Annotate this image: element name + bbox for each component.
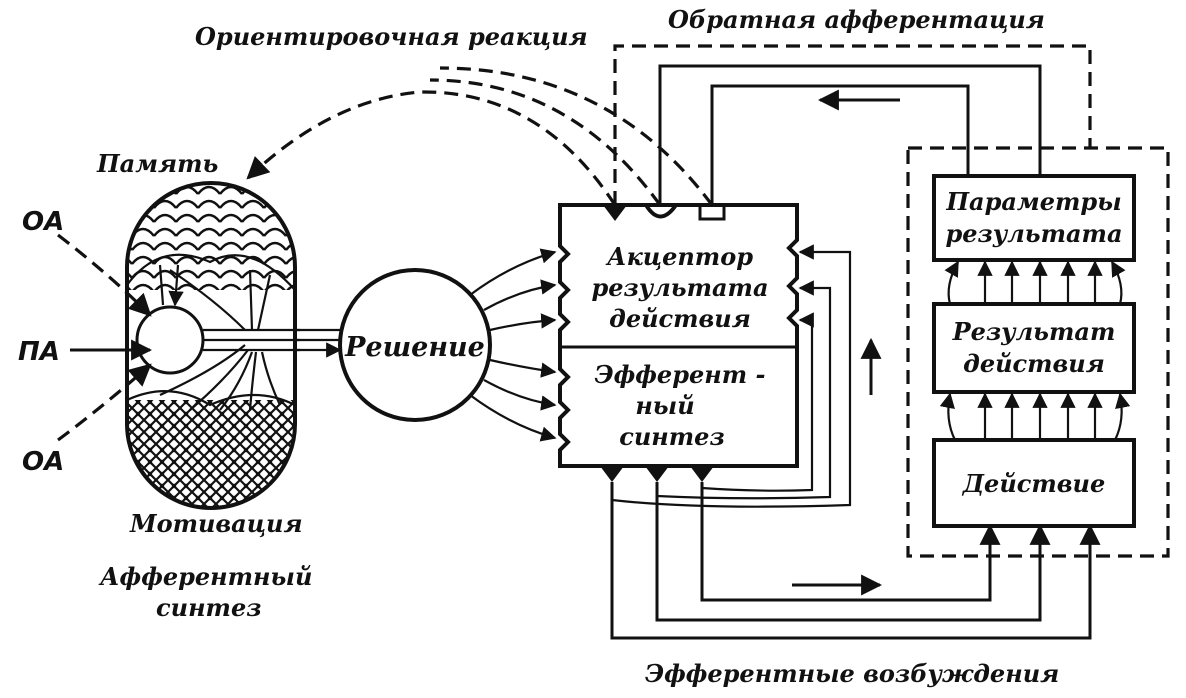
motivation-label: Мотивация xyxy=(129,509,303,538)
central-block-outline xyxy=(558,203,799,468)
afferent-synthesis-label-line1: Афферентный xyxy=(98,562,312,591)
memory-to-circle-arrows xyxy=(158,264,178,305)
receptor-cup xyxy=(644,203,678,219)
convergence-lines xyxy=(159,269,281,411)
acceptor-label-line1: Акцептор xyxy=(605,242,753,271)
efferent-synthesis-label-line1: Эфферент - xyxy=(595,360,766,389)
acceptor-label-line3: действия xyxy=(609,304,751,333)
motivation-crosshatched-zone xyxy=(127,400,295,508)
oa-top-label: ОА xyxy=(22,207,64,237)
return-lines xyxy=(610,244,882,508)
memory-zone-lower-boundary xyxy=(127,253,295,291)
memory-hatched-zone xyxy=(127,183,295,290)
result-params-label-line2: результата xyxy=(945,219,1122,248)
pa-label: ПА xyxy=(18,337,60,367)
result-to-params-arrows xyxy=(944,260,1126,305)
capsule-outlet-lines xyxy=(203,328,300,352)
outlet-triangle-3 xyxy=(690,466,714,482)
afferent-synthesis-capsule xyxy=(125,181,300,510)
memory-label: Память xyxy=(96,149,218,178)
orienting-reaction-label: Ориентировочная реакция xyxy=(195,22,588,51)
central-block xyxy=(558,203,799,482)
decision-circle xyxy=(338,268,492,422)
decision-label: Решение xyxy=(344,332,485,363)
result-params-box xyxy=(932,174,1136,262)
result-params-label-line1: Параметры xyxy=(945,187,1121,216)
outlet-triangle-2 xyxy=(645,466,669,482)
receptor-square xyxy=(698,203,726,221)
action-to-result-arrows xyxy=(939,392,1131,441)
motivation-zone-upper-boundary xyxy=(127,390,295,407)
result-system-dashed-box xyxy=(906,146,1170,558)
decision-fan-arrows xyxy=(469,248,557,442)
action-label: Действие xyxy=(962,469,1106,498)
efferent-synthesis-label-line2: ный xyxy=(635,391,694,420)
action-result-label-line2: действия xyxy=(963,349,1105,378)
oa-bottom-arrow xyxy=(57,363,152,442)
oa-bottom-label: ОА xyxy=(22,447,64,477)
feedback-afferentation-label: Обратная афферентация xyxy=(668,5,1045,34)
afferent-synthesis-label-line2: синтез xyxy=(156,593,262,622)
afferent-inner-circle xyxy=(135,305,205,375)
efferent-synthesis-label-line3: синтез xyxy=(619,422,725,451)
capsule-outline xyxy=(125,181,297,510)
action-result-box xyxy=(932,302,1136,394)
capsule-to-decision-arrows xyxy=(295,328,340,350)
action-result-label-line1: Результат xyxy=(952,317,1116,346)
efferent-excitations-label: Эфферентные возбуждения xyxy=(645,659,1059,688)
acceptor-label-line2: результата xyxy=(591,273,768,302)
orienting-reaction-arrows xyxy=(246,66,714,206)
feedback-afferentation-loops xyxy=(613,44,1092,205)
efferent-excitation-loops xyxy=(610,482,1101,640)
receptor-triangle xyxy=(603,205,627,221)
outlet-triangle-1 xyxy=(600,466,624,482)
